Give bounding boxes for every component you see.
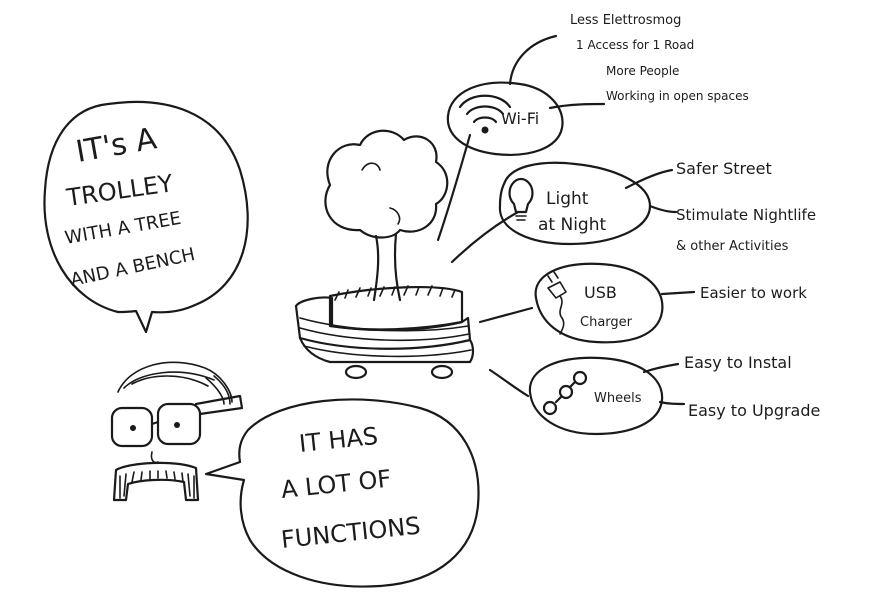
person-illustration — [110, 361, 244, 502]
bubble-bottom-line-2: A LOT OF — [280, 465, 393, 504]
wheels-node: Wheels Easy to Instal Easy to Upgrade — [528, 353, 820, 436]
speech-bubble-bottom: IT HAS A LOT OF FUNCTIONS — [204, 398, 480, 588]
connector-light — [450, 210, 520, 264]
light-note-2: Stimulate Nightlife — [676, 206, 816, 224]
wifi-note-2: 1 Access for 1 Road — [576, 38, 694, 52]
bubble-bottom-line-1: IT HAS — [298, 422, 380, 458]
wheels-note-1: Easy to Instal — [684, 353, 792, 372]
light-node: Light at Night Safer Street Stimulate Ni… — [498, 159, 816, 254]
light-label-line-1: Light — [546, 189, 589, 209]
bubble-left-line-3: WITH A TREE — [63, 208, 183, 249]
wifi-note-4: Working in open spaces — [606, 89, 749, 103]
usb-label-line-1: USB — [584, 283, 617, 302]
wifi-label: Wi-Fi — [501, 109, 539, 128]
usb-note-1: Easier to work — [700, 284, 807, 302]
light-label-line-2: at Night — [538, 215, 606, 235]
bubble-left-line-4: AND A BENCH — [69, 244, 197, 291]
bubble-bottom-line-3: FUNCTIONS — [280, 511, 422, 553]
wifi-note-1: Less Elettrosmog — [570, 13, 681, 28]
bubble-left-line-2: TROLLEY — [64, 169, 175, 212]
speech-bubble-left: IT's A TROLLEY WITH A TREE AND A BENCH — [43, 100, 249, 334]
lightbulb-icon — [508, 177, 534, 221]
connector-wheels — [488, 368, 530, 398]
light-note-3: & other Activities — [676, 239, 789, 254]
wheels-note-2: Easy to Upgrade — [688, 401, 820, 420]
usb-node: USB Charger Easier to work — [534, 262, 807, 344]
usb-label-line-2: Charger — [580, 315, 633, 330]
bubble-left-line-1: IT's A — [73, 121, 159, 170]
wifi-node: Wi-Fi Less Elettrosmog 1 Access for 1 Ro… — [446, 13, 749, 156]
wheels-icon — [542, 370, 588, 416]
wifi-note-3: More People — [606, 64, 679, 78]
usb-plug-icon — [547, 271, 567, 335]
tree-trolley-illustration — [294, 129, 475, 380]
light-note-1: Safer Street — [676, 159, 772, 178]
wheels-label: Wheels — [594, 391, 642, 406]
connector-wifi — [436, 133, 472, 242]
connector-lines — [436, 133, 534, 398]
wifi-icon — [458, 94, 512, 134]
connector-usb — [478, 306, 534, 324]
